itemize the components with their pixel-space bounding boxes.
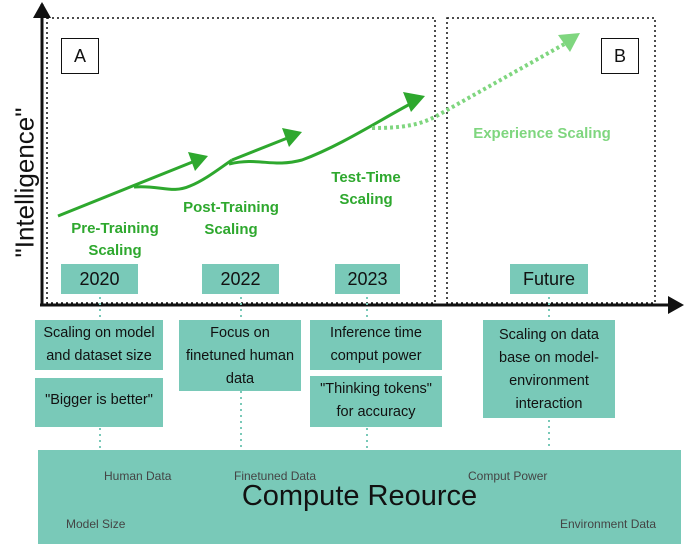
- phase-posttraining-label: Post-Training Scaling: [164, 197, 298, 241]
- x-axis-arrowhead: [668, 296, 684, 314]
- environment-data-label: Environment Data: [560, 517, 657, 531]
- phase-pretraining-line1: Pre-Training: [71, 220, 159, 237]
- experience-arrow: [371, 40, 569, 130]
- card-2020-bigger: "Bigger is better": [35, 378, 163, 427]
- phase-posttraining-line1: Post-Training: [183, 199, 279, 216]
- year-future-box: Future: [510, 264, 588, 294]
- card-2023-inference: Inference time comput power: [310, 320, 442, 370]
- panel-b-frame: [446, 17, 656, 304]
- human-data-label: Human Data: [104, 469, 172, 483]
- card-2020-scaling: Scaling on model and dataset size: [35, 320, 163, 370]
- comput-power-label: Comput Power: [468, 469, 548, 483]
- compute-resource-title: Compute Reource: [241, 480, 478, 512]
- posttraining-arrowhead: [282, 128, 302, 147]
- finetuned-data-label: Finetuned Data: [234, 469, 317, 483]
- testtime-arrowhead: [403, 92, 425, 112]
- posttraining-arrow: [231, 135, 291, 162]
- year-2022-box: 2022: [202, 264, 279, 294]
- posttraining-branch-curve: [133, 158, 233, 191]
- panel-b-badge: B: [601, 38, 639, 74]
- phase-testtime-line1: Test-Time: [331, 169, 401, 186]
- phase-posttraining-line2: Scaling: [204, 221, 258, 238]
- card-2022-focus: Focus on finetuned human data: [179, 320, 301, 391]
- phase-pretraining-label: Pre-Training Scaling: [50, 218, 180, 262]
- phase-testtime-label: Test-Time Scaling: [306, 167, 426, 211]
- card-2023-thinking: "Thinking tokens" for accuracy: [310, 376, 442, 427]
- year-2020-box: 2020: [61, 264, 138, 294]
- card-future-scaling: Scaling on data base on model-environmen…: [483, 320, 615, 418]
- phase-testtime-line2: Scaling: [339, 191, 393, 208]
- y-axis-label: "Intelligence": [9, 107, 40, 258]
- model-size-label: Model Size: [66, 517, 126, 531]
- pretraining-arrow: [57, 159, 196, 218]
- y-axis-arrowhead: [33, 2, 51, 18]
- phase-pretraining-line2: Scaling: [88, 242, 142, 259]
- compute-resource-panel: Human Data Finetuned Data Comput Power C…: [38, 450, 681, 544]
- panel-a-badge: A: [61, 38, 99, 74]
- testtime-branch-curve: [228, 101, 413, 166]
- year-2023-box: 2023: [335, 264, 400, 294]
- experience-arrowhead: [558, 33, 580, 52]
- pretraining-arrowhead: [188, 152, 208, 171]
- phase-experience-label: Experience Scaling: [473, 125, 611, 142]
